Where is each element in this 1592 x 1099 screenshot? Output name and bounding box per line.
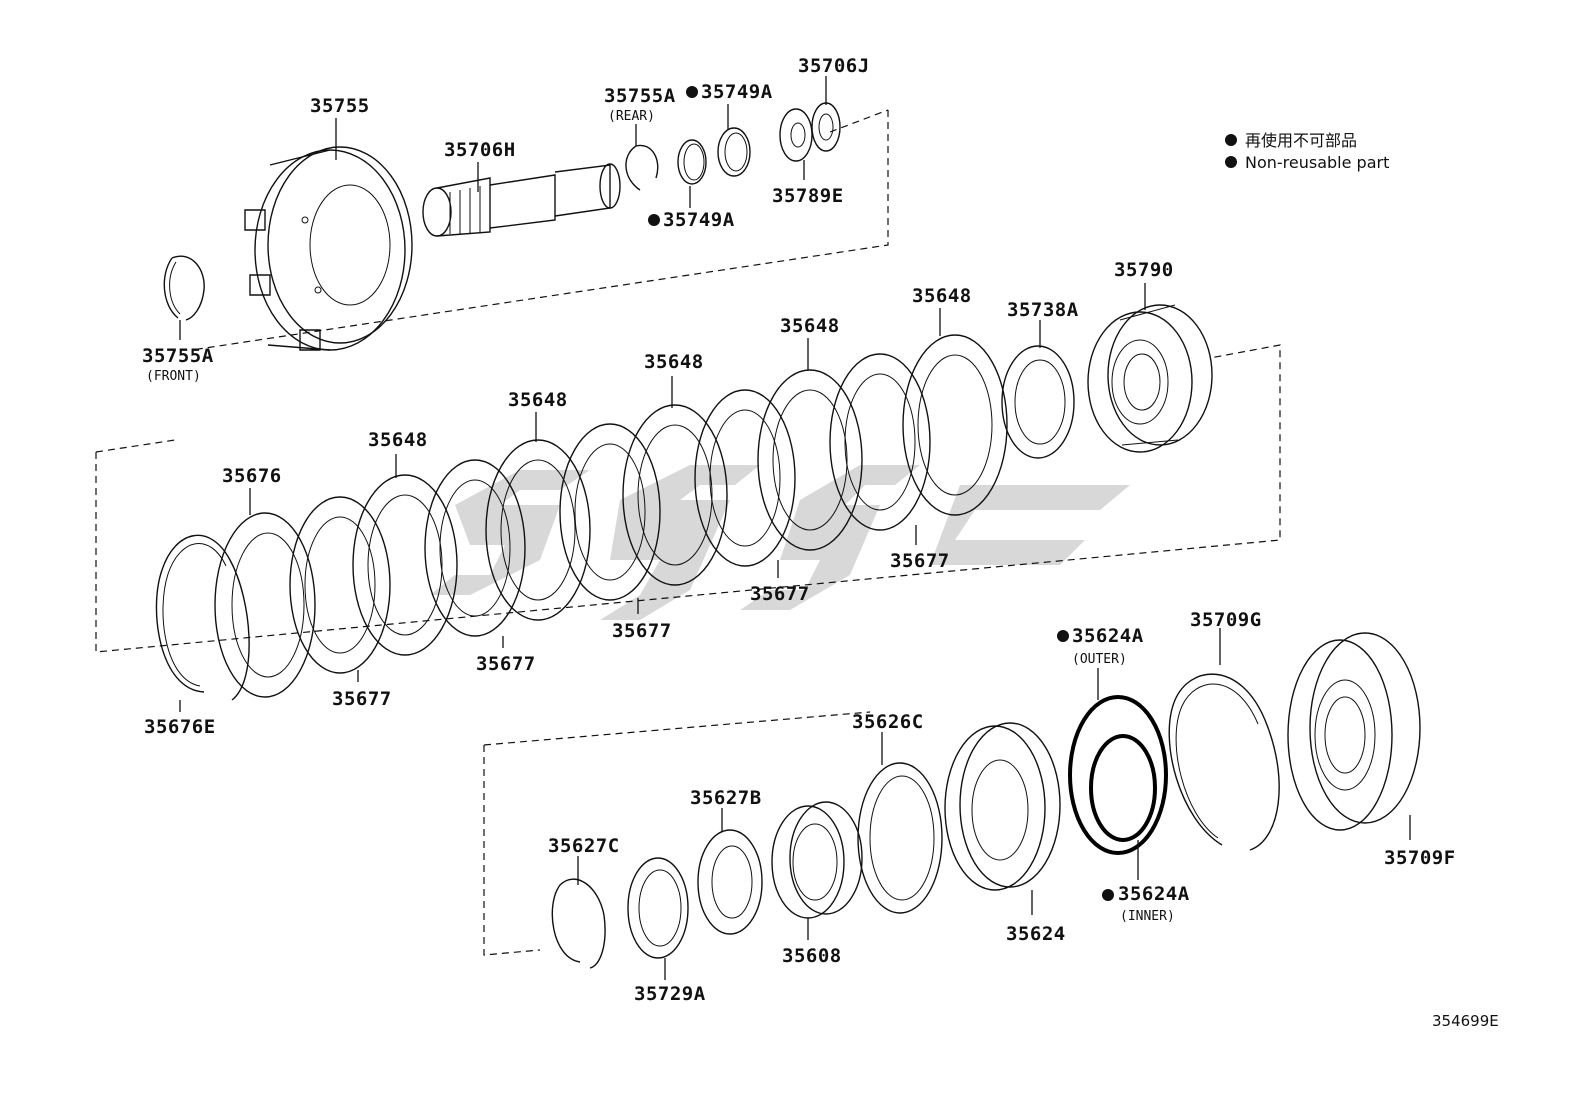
label-35706j: 35706J [798, 55, 870, 77]
label-35738a: 35738A [1007, 299, 1079, 321]
part-35608-one-way-clutch [771, 801, 863, 919]
legend-jp-text: 再使用不可部品 [1245, 131, 1357, 150]
part-35627b-plate [697, 829, 763, 935]
non-reusable-markers [648, 86, 1237, 901]
part-35676e-snap-ring [155, 534, 250, 701]
part-35729a-washer [627, 857, 689, 959]
label-35789e: 35789E [772, 185, 844, 207]
diagram-code: 354699E [1432, 1012, 1499, 1030]
label-35755: 35755 [310, 95, 370, 117]
label-35709g: 35709G [1190, 609, 1262, 631]
label-35648-4: 35648 [508, 389, 568, 411]
part-35755-clutch-drum [244, 146, 413, 351]
part-35738a-thrust-washer [1001, 345, 1075, 459]
label-35755a-rear-sub: (REAR) [608, 109, 655, 124]
part-35755a-front-snap-ring [163, 255, 205, 321]
part-35626c-retainer [857, 762, 943, 914]
legend: 再使用不可部品 Non-reusable part [1245, 131, 1389, 172]
label-35677-4: 35677 [750, 583, 810, 605]
label-35677-3: 35677 [612, 620, 672, 642]
label-35790: 35790 [1114, 259, 1174, 281]
part-35749a-seal-rings [677, 127, 751, 185]
label-35676: 35676 [222, 465, 282, 487]
label-35677-5: 35677 [890, 550, 950, 572]
part-35627c-snap-ring [551, 878, 606, 969]
legend-en-text: Non-reusable part [1245, 153, 1389, 172]
label-35624a-outer: 35624A [1072, 625, 1144, 647]
label-35709f: 35709F [1384, 847, 1456, 869]
part-35706h-input-shaft [422, 163, 621, 237]
part-35676-pressure-plate [214, 512, 316, 698]
label-35755a-front: 35755A [142, 345, 214, 367]
label-35608: 35608 [782, 945, 842, 967]
watermark-logo [430, 465, 1130, 620]
label-35729a: 35729A [634, 983, 706, 1005]
part-35790-clutch-hub [1087, 304, 1213, 453]
label-35677-2: 35677 [476, 653, 536, 675]
label-35749a-top: 35749A [701, 81, 773, 103]
label-35648-2: 35648 [780, 315, 840, 337]
part-35624-piston [944, 722, 1061, 891]
label-35624a-inner-sub: (INNER) [1120, 909, 1175, 924]
leader-lines [179, 76, 1411, 980]
label-35626c: 35626C [852, 711, 924, 733]
label-35676e: 35676E [144, 716, 216, 738]
label-35627b: 35627B [690, 787, 762, 809]
label-35706h: 35706H [444, 139, 516, 161]
part-35709g-snap-ring [1168, 673, 1280, 851]
label-35627c: 35627C [548, 835, 620, 857]
label-35624: 35624 [1006, 923, 1066, 945]
label-35624a-inner: 35624A [1118, 883, 1190, 905]
part-35709f-clutch-drum [1287, 632, 1421, 831]
group-boundaries [95, 109, 1281, 956]
label-35648-3: 35648 [644, 351, 704, 373]
part-35755a-rear-snap-ring [625, 144, 659, 191]
label-35624a-outer-sub: (OUTER) [1072, 652, 1127, 667]
label-35755a-rear: 35755A [604, 85, 676, 107]
label-35749a-bottom: 35749A [663, 209, 735, 231]
label-35648-5: 35648 [368, 429, 428, 451]
label-35755a-front-sub: (FRONT) [146, 369, 201, 384]
clutch-pack [289, 334, 1008, 674]
label-35677-1: 35677 [332, 688, 392, 710]
label-35648-1: 35648 [912, 285, 972, 307]
part-35624a-o-rings [1068, 695, 1168, 855]
